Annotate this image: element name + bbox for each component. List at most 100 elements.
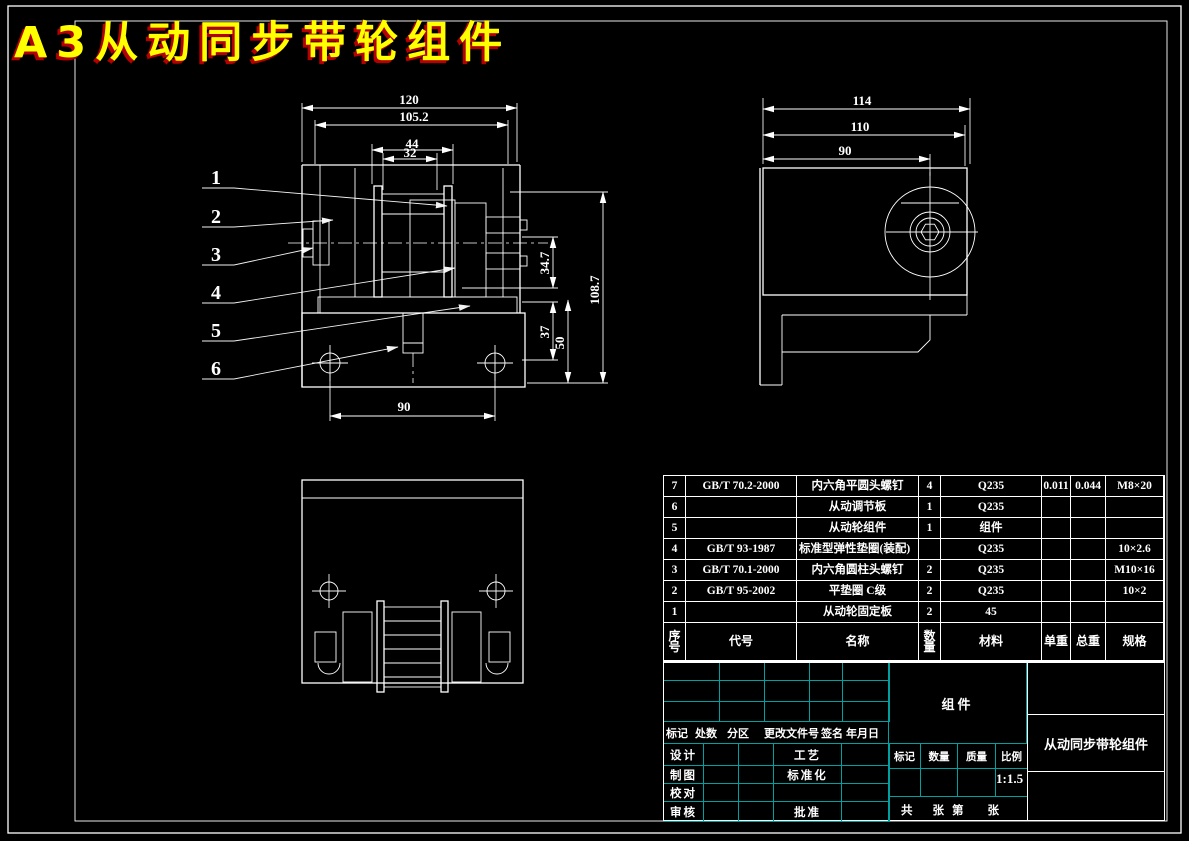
bom-row3-code: GB/T 70.1-2000: [686, 560, 797, 581]
bom-row3-seq: 3: [664, 560, 686, 581]
scale-value: 1:1.5: [996, 769, 1028, 797]
bom-row2-qty: 2: [919, 581, 941, 602]
callouts: 1 2 3 4 5 6: [202, 167, 471, 380]
sheet-title: A3从动同步带轮组件: [14, 18, 512, 68]
bom-row3-name: 内六角圆柱头螺钉: [797, 560, 919, 581]
front-view: [288, 164, 548, 388]
bom-row2-spec: 10×2: [1106, 581, 1164, 602]
bom-row7-name: 内六角平圆头螺钉: [797, 476, 919, 497]
sheet-zhang2: 张: [987, 804, 1000, 817]
bom-row4-spec: 10×2.6: [1106, 539, 1164, 560]
bom-row1-code: [686, 602, 797, 623]
sheet-count-row: 共 张 第 张: [888, 797, 1027, 822]
dim-side-to-center: 90: [839, 143, 852, 158]
bom-row5-code: [686, 518, 797, 539]
revhead-fenqu: 分区: [727, 727, 749, 740]
bom-row7-total: 0.044: [1071, 476, 1106, 497]
bom-row2-unit: [1042, 581, 1071, 602]
bom-row1-name: 从动轮固定板: [797, 602, 919, 623]
bom-row5-total: [1071, 518, 1106, 539]
revhead-biaoji: 标记: [666, 727, 688, 740]
bom-row1-total: [1071, 602, 1106, 623]
title-block: 标记 处数 分区 更改文件号 签名 年月日 设计 工艺 制图 标准化 校对 审核…: [663, 662, 1165, 822]
bom-header-material: 材料: [941, 623, 1042, 661]
callout-6: 6: [211, 358, 221, 380]
sheet-gong: 共: [901, 804, 913, 817]
bom-row5-name: 从动轮组件: [797, 518, 919, 539]
dim-total-height: 108.7: [587, 275, 602, 305]
bom-header-code: 代号: [686, 623, 797, 661]
role-empty: [774, 784, 842, 802]
bom-row2-total: [1071, 581, 1106, 602]
bom-row6-total: [1071, 497, 1106, 518]
bom-row6-seq: 6: [664, 497, 686, 518]
callout-4: 4: [211, 282, 221, 304]
callout-1: 1: [211, 167, 221, 189]
bom-header-unit: 单重: [1042, 623, 1071, 661]
approval-grid: 设计 工艺 制图 标准化 校对 审核 批准: [664, 744, 890, 822]
dim-side-overall: 114: [853, 93, 872, 108]
bom-row4-total: [1071, 539, 1106, 560]
dim-upper-height: 34.7: [537, 251, 552, 274]
bom-row6-spec: [1106, 497, 1164, 518]
bom-row5-qty: 1: [919, 518, 941, 539]
bom-row6-code: [686, 497, 797, 518]
bom-row7-code: GB/T 70.2-2000: [686, 476, 797, 497]
bom-row4-code: GB/T 93-1987: [686, 539, 797, 560]
bom-row4-name: 标准型弹性垫圈(装配): [797, 539, 919, 560]
inner-frame: [74, 20, 1168, 822]
role-pizhun: 批准: [774, 802, 842, 822]
dim-side-inner: 110: [851, 119, 870, 134]
bom-row5-seq: 5: [664, 518, 686, 539]
sheet-zhang1: 张: [932, 804, 945, 817]
revhead-genggai: 更改文件号: [764, 727, 819, 740]
bom-row2-seq: 2: [664, 581, 686, 602]
dim-mid-height: 37: [537, 325, 552, 339]
role-jiaodui: 校对: [664, 784, 704, 802]
scale-row: 1:1.5: [888, 769, 1028, 797]
dimensions: 120 105.2 44 32 34.7 37 50 108.7 90 114 …: [301, 92, 971, 421]
dim-overall-width: 120: [399, 92, 419, 107]
role-gongyi: 工艺: [774, 744, 842, 766]
bottom-view: [301, 479, 524, 693]
revision-header-row: 标记 处数 分区 更改文件号 签名 年月日: [664, 722, 890, 744]
bom-row3-spec: M10×16: [1106, 560, 1164, 581]
bom-header-spec: 规格: [1106, 623, 1164, 661]
bom-row2-code: GB/T 95-2002: [686, 581, 797, 602]
bom-row1-seq: 1: [664, 602, 686, 623]
callout-3: 3: [211, 244, 221, 266]
dim-hole-spacing: 90: [398, 399, 411, 414]
bom-row6-material: Q235: [941, 497, 1042, 518]
role-shenhe: 审核: [664, 802, 704, 822]
revision-grid: [664, 663, 890, 722]
bom-row4-qty: [919, 539, 941, 560]
bom-row2-material: Q235: [941, 581, 1042, 602]
revhead-nianyueri: 年月日: [846, 727, 879, 740]
bom-row3-qty: 2: [919, 560, 941, 581]
role-zhitu: 制图: [664, 766, 704, 784]
bom-row3-total: [1071, 560, 1106, 581]
info-bili: 比例: [996, 744, 1028, 769]
bom-row6-name: 从动调节板: [797, 497, 919, 518]
dim-inner-width: 105.2: [399, 109, 428, 124]
side-view: [759, 167, 978, 386]
bom-row1-material: 45: [941, 602, 1042, 623]
bom-row1-unit: [1042, 602, 1071, 623]
bom-row7-qty: 4: [919, 476, 941, 497]
revhead-qianming: 签名: [821, 727, 843, 740]
bom-row5-material: 组件: [941, 518, 1042, 539]
callout-5: 5: [211, 320, 221, 342]
callout-2: 2: [211, 206, 221, 228]
bom-row6-qty: 1: [919, 497, 941, 518]
bom-row7-unit: 0.011: [1042, 476, 1071, 497]
bom-row2-name: 平垫圈 C级: [797, 581, 919, 602]
info-header-row: 标记 数量 质量 比例: [888, 744, 1028, 769]
dim-bore-width: 32: [404, 145, 417, 160]
info-biaoji: 标记: [889, 744, 921, 769]
outer-frame: [7, 5, 1182, 834]
bom-row7-material: Q235: [941, 476, 1042, 497]
bom-row3-unit: [1042, 560, 1071, 581]
